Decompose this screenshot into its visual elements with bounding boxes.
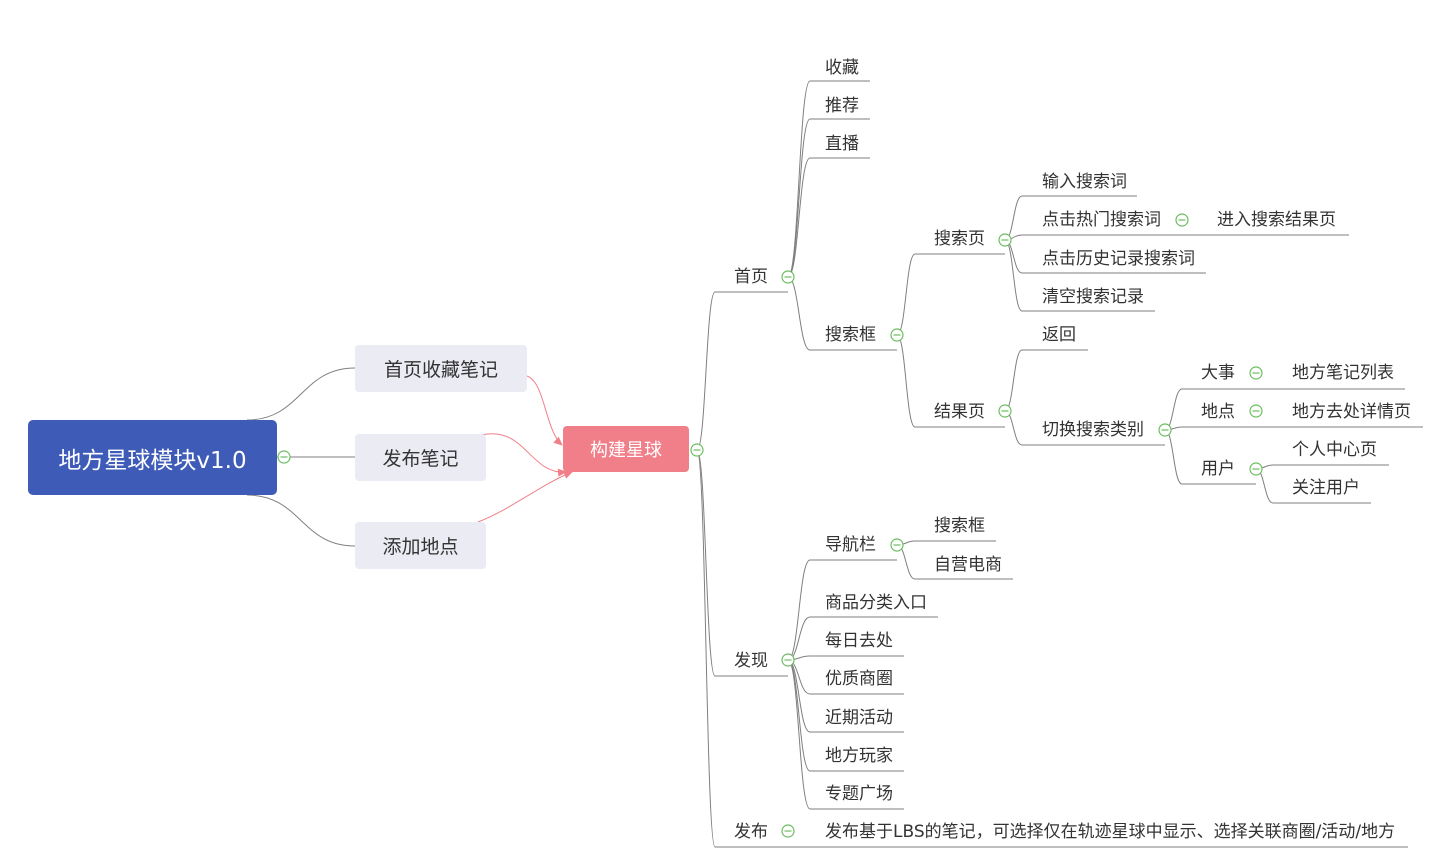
topic-recommend[interactable]: 推荐 bbox=[825, 96, 859, 116]
toggle-nav[interactable] bbox=[890, 538, 904, 552]
edge-home-favorites bbox=[787, 80, 811, 278]
toggle-search-box[interactable] bbox=[890, 328, 904, 342]
topic-big-event[interactable]: 大事 bbox=[1201, 363, 1235, 383]
toggle-user[interactable] bbox=[1249, 462, 1263, 476]
topic-search-box[interactable]: 搜索框 bbox=[825, 325, 876, 345]
edge-disc-category bbox=[787, 616, 811, 661]
toggle-big-event[interactable] bbox=[1249, 366, 1263, 380]
topic-publish[interactable]: 发布 bbox=[734, 822, 768, 842]
topic-switch-category[interactable]: 切换搜索类别 bbox=[1042, 420, 1144, 440]
topic-result-page[interactable]: 结果页 bbox=[934, 402, 985, 422]
topic-home[interactable]: 首页 bbox=[734, 267, 768, 287]
topic-live[interactable]: 直播 bbox=[825, 134, 859, 154]
arrow-note3-hub bbox=[477, 471, 573, 523]
edge-disc-plaza bbox=[787, 659, 811, 810]
topic-hot-keyword[interactable]: 点击热门搜索词 bbox=[1042, 210, 1161, 230]
edge-home-recommend bbox=[787, 118, 811, 278]
toggle-root[interactable] bbox=[277, 450, 291, 464]
topic-enter-result[interactable]: 进入搜索结果页 bbox=[1217, 210, 1336, 230]
topic-nav-bar[interactable]: 导航栏 bbox=[825, 535, 876, 555]
topic-history-keyword[interactable]: 点击历史记录搜索词 bbox=[1042, 249, 1195, 269]
edge-hub-publish bbox=[696, 449, 716, 848]
edge-root-note1 bbox=[246, 367, 356, 421]
arrow-note2-hub bbox=[480, 433, 567, 477]
topic-user[interactable]: 用户 bbox=[1201, 459, 1235, 479]
toggle-switch[interactable] bbox=[1158, 423, 1172, 437]
edge-sw-big-event bbox=[1164, 388, 1183, 431]
topic-follow-user[interactable]: 关注用户 bbox=[1292, 478, 1360, 498]
edge-sp-clear bbox=[1004, 239, 1023, 312]
note-add-place[interactable]: 添加地点 bbox=[355, 522, 486, 569]
topic-category-entry[interactable]: 商品分类入口 bbox=[825, 593, 927, 613]
topic-publish-desc[interactable]: 发布基于LBS的笔记，可选择仅在轨迹星球中显示、选择关联商圈/活动/地方 bbox=[825, 822, 1396, 842]
arrow-note1-hub bbox=[526, 375, 563, 446]
toggle-result-page[interactable] bbox=[998, 404, 1012, 418]
topic-place[interactable]: 地点 bbox=[1201, 402, 1235, 422]
edge-root-note3 bbox=[246, 494, 356, 547]
note-publish[interactable]: 发布笔记 bbox=[355, 434, 486, 481]
topic-daily-places[interactable]: 每日去处 bbox=[825, 631, 893, 651]
topic-search-page[interactable]: 搜索页 bbox=[934, 229, 985, 249]
edge-sp-input bbox=[1004, 195, 1023, 241]
hub-build-planet[interactable]: 构建星球 bbox=[563, 426, 689, 472]
topic-input-keyword[interactable]: 输入搜索词 bbox=[1042, 172, 1127, 192]
toggle-place[interactable] bbox=[1249, 404, 1263, 418]
collapse-toggles bbox=[277, 213, 1263, 838]
topic-back[interactable]: 返回 bbox=[1042, 325, 1076, 345]
toggle-home[interactable] bbox=[781, 270, 795, 284]
edge-rp-back bbox=[1004, 349, 1023, 412]
topic-nav-ecommerce[interactable]: 自营电商 bbox=[934, 555, 1002, 575]
toggle-discover[interactable] bbox=[781, 653, 795, 667]
topic-quality-districts[interactable]: 优质商圈 bbox=[825, 669, 893, 689]
topic-local-players[interactable]: 地方玩家 bbox=[825, 746, 893, 766]
toggle-hot-keyword[interactable] bbox=[1175, 213, 1189, 227]
edge-hub-home bbox=[696, 291, 716, 451]
toggle-search-page[interactable] bbox=[998, 233, 1012, 247]
topic-place-detail[interactable]: 地方去处详情页 bbox=[1292, 402, 1411, 422]
edge-disc-nav bbox=[787, 559, 811, 661]
edge-disc-recent bbox=[787, 659, 811, 733]
topic-topic-plaza[interactable]: 专题广场 bbox=[825, 784, 893, 804]
edge-hub-discover bbox=[696, 449, 716, 677]
toggle-publish[interactable] bbox=[781, 824, 795, 838]
topic-clear-history[interactable]: 清空搜索记录 bbox=[1042, 287, 1144, 307]
edge-sb-result-page bbox=[896, 334, 916, 428]
topic-nav-search[interactable]: 搜索框 bbox=[934, 516, 985, 536]
relation-arrows bbox=[477, 375, 573, 523]
topic-favorites[interactable]: 收藏 bbox=[825, 58, 859, 78]
topic-discover[interactable]: 发现 bbox=[734, 651, 768, 671]
topic-profile-page[interactable]: 个人中心页 bbox=[1292, 440, 1377, 460]
edge-sw-user bbox=[1164, 429, 1183, 485]
edge-home-search-box bbox=[787, 276, 811, 351]
root-topic[interactable]: 地方星球模块v1.0 bbox=[28, 420, 277, 495]
note-home-favorites[interactable]: 首页收藏笔记 bbox=[355, 345, 527, 392]
topic-recent-events[interactable]: 近期活动 bbox=[825, 708, 893, 728]
toggle-hub[interactable] bbox=[690, 443, 704, 457]
topic-note-list[interactable]: 地方笔记列表 bbox=[1292, 363, 1394, 383]
edge-sb-search-page bbox=[896, 253, 916, 336]
